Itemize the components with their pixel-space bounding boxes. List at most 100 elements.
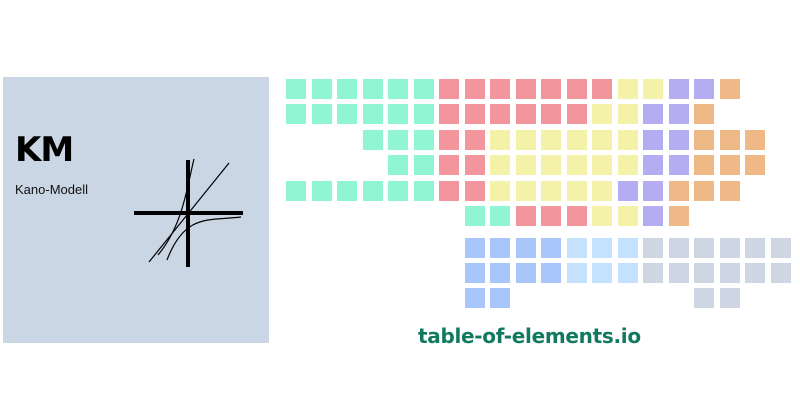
element-cell[interactable] xyxy=(617,79,638,99)
element-cell[interactable] xyxy=(541,206,561,226)
element-cell[interactable] xyxy=(566,130,587,150)
element-cell[interactable] xyxy=(668,238,689,258)
element-cell[interactable] xyxy=(464,104,485,124)
element-cell[interactable] xyxy=(541,263,561,283)
element-cell[interactable] xyxy=(515,155,536,175)
element-cell[interactable] xyxy=(388,104,408,124)
element-cell[interactable] xyxy=(566,181,587,201)
element-cell[interactable] xyxy=(592,181,612,201)
element-cell[interactable] xyxy=(719,238,740,258)
element-cell[interactable] xyxy=(719,263,740,283)
element-cell[interactable] xyxy=(464,155,485,175)
element-cell[interactable] xyxy=(668,155,689,175)
element-cell[interactable] xyxy=(566,155,587,175)
element-cell[interactable] xyxy=(668,130,689,150)
element-cell[interactable] xyxy=(362,79,383,99)
element-cell[interactable] xyxy=(388,79,408,99)
element-cell[interactable] xyxy=(362,104,383,124)
element-cell[interactable] xyxy=(515,181,536,201)
element-cell[interactable] xyxy=(643,206,663,226)
element-cell[interactable] xyxy=(694,238,714,258)
element-cell[interactable] xyxy=(694,181,714,201)
element-cell[interactable] xyxy=(464,206,485,226)
element-cell[interactable] xyxy=(490,155,510,175)
element-cell[interactable] xyxy=(643,155,663,175)
element-cell[interactable] xyxy=(413,104,434,124)
element-cell[interactable] xyxy=(490,104,510,124)
element-cell[interactable] xyxy=(694,79,714,99)
element-cell[interactable] xyxy=(490,130,510,150)
element-cell[interactable] xyxy=(668,79,689,99)
element-cell[interactable] xyxy=(286,79,306,99)
element-cell[interactable] xyxy=(515,130,536,150)
element-cell[interactable] xyxy=(541,79,561,99)
element-cell[interactable] xyxy=(566,206,587,226)
element-cell[interactable] xyxy=(745,263,765,283)
element-cell[interactable] xyxy=(592,79,612,99)
element-cell[interactable] xyxy=(464,181,485,201)
element-cell[interactable] xyxy=(719,130,740,150)
element-cell[interactable] xyxy=(515,238,536,258)
element-cell[interactable] xyxy=(617,181,638,201)
element-cell[interactable] xyxy=(694,104,714,124)
element-cell[interactable] xyxy=(388,181,408,201)
element-cell[interactable] xyxy=(439,104,459,124)
element-cell[interactable] xyxy=(337,181,357,201)
element-cell[interactable] xyxy=(362,130,383,150)
element-cell[interactable] xyxy=(515,206,536,226)
element-cell[interactable] xyxy=(745,155,765,175)
element-cell[interactable] xyxy=(745,238,765,258)
element-cell[interactable] xyxy=(388,155,408,175)
element-cell[interactable] xyxy=(337,79,357,99)
element-cell[interactable] xyxy=(439,181,459,201)
element-cell[interactable] xyxy=(592,263,612,283)
element-cell[interactable] xyxy=(515,104,536,124)
element-cell[interactable] xyxy=(490,181,510,201)
element-cell[interactable] xyxy=(592,104,612,124)
element-cell[interactable] xyxy=(719,181,740,201)
element-cell[interactable] xyxy=(770,263,791,283)
element-cell[interactable] xyxy=(490,79,510,99)
element-cell[interactable] xyxy=(566,79,587,99)
element-cell[interactable] xyxy=(541,104,561,124)
element-cell[interactable] xyxy=(490,263,510,283)
element-cell[interactable] xyxy=(694,130,714,150)
element-cell[interactable] xyxy=(490,288,510,308)
element-cell[interactable] xyxy=(694,288,714,308)
element-cell[interactable] xyxy=(413,155,434,175)
element-cell[interactable] xyxy=(515,79,536,99)
element-cell[interactable] xyxy=(286,181,306,201)
element-cell[interactable] xyxy=(541,155,561,175)
element-cell[interactable] xyxy=(643,130,663,150)
element-cell[interactable] xyxy=(668,181,689,201)
element-cell[interactable] xyxy=(592,130,612,150)
element-cell[interactable] xyxy=(617,155,638,175)
element-cell[interactable] xyxy=(592,206,612,226)
element-cell[interactable] xyxy=(439,130,459,150)
element-cell[interactable] xyxy=(439,155,459,175)
element-cell[interactable] xyxy=(643,104,663,124)
element-cell[interactable] xyxy=(464,130,485,150)
element-cell[interactable] xyxy=(311,181,332,201)
element-cell[interactable] xyxy=(643,238,663,258)
element-cell[interactable] xyxy=(617,104,638,124)
element-cell[interactable] xyxy=(464,263,485,283)
element-cell[interactable] xyxy=(413,79,434,99)
element-cell[interactable] xyxy=(413,130,434,150)
element-cell[interactable] xyxy=(694,155,714,175)
element-cell[interactable] xyxy=(490,206,510,226)
element-cell[interactable] xyxy=(668,104,689,124)
element-cell[interactable] xyxy=(286,104,306,124)
element-cell[interactable] xyxy=(566,263,587,283)
element-cell[interactable] xyxy=(464,288,485,308)
element-cell[interactable] xyxy=(541,238,561,258)
element-cell[interactable] xyxy=(311,79,332,99)
element-cell[interactable] xyxy=(566,238,587,258)
element-cell[interactable] xyxy=(362,181,383,201)
element-cell[interactable] xyxy=(643,181,663,201)
element-cell[interactable] xyxy=(617,238,638,258)
element-cell[interactable] xyxy=(694,263,714,283)
element-cell[interactable] xyxy=(464,79,485,99)
element-cell[interactable] xyxy=(439,79,459,99)
element-cell[interactable] xyxy=(464,238,485,258)
